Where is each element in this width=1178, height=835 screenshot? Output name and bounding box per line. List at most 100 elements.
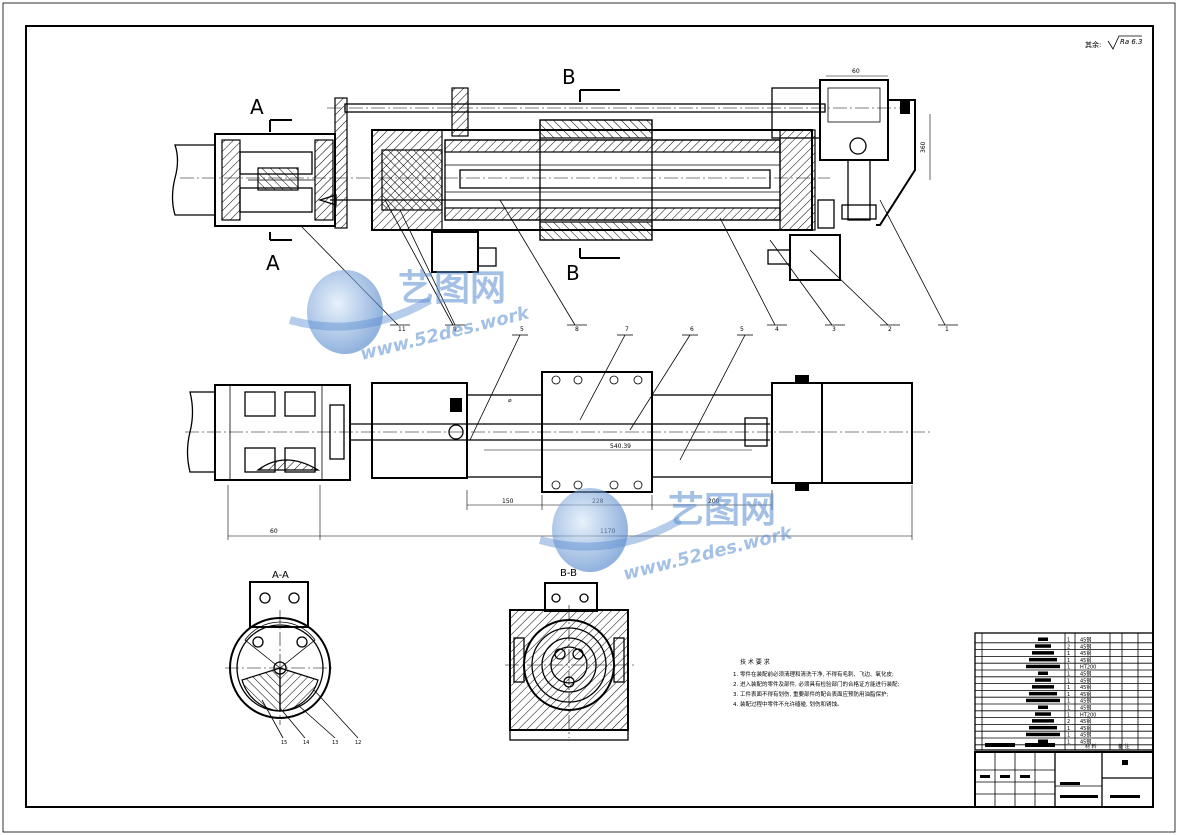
roughness-value: Ra 6.3 [1120,38,1143,46]
balloon-9: 9 [453,326,457,333]
section-bb-view: B-B [505,568,635,741]
bom-part-name [1032,685,1054,689]
bom-material: 45钢 [1080,671,1091,678]
bom-quantity: 2 [1067,644,1070,650]
balloon-1: 1 [945,326,949,333]
bom-header-note: 备 注 [1118,743,1130,750]
bom-part-name [1029,725,1057,730]
balloon-4: 4 [775,326,779,333]
tech-line-4: 4. 装配过程中零件不允许磕碰, 划伤和锈蚀。 [733,700,843,708]
main-section-view [171,79,916,281]
bom-material: HT200 [1080,665,1096,671]
watermark-url-top: www.52des.work [358,302,532,365]
balloon-mid-5b: 5 [740,326,744,333]
bom-material: 45钢 [1080,705,1091,712]
balloon-mid-7: 7 [625,326,629,333]
bom-part-name [1038,739,1048,743]
bom-quantity: 1 [1067,638,1070,644]
bom-material: 45钢 [1080,657,1091,664]
balloon-mid-5a: 5 [520,326,524,333]
tech-title: 技 术 要 求 [740,658,770,666]
bom-material: 45钢 [1080,677,1091,684]
tech-line-2: 2. 进入装配的零件及部件, 必须具有检验部门的合格证方能进行装配; [733,680,899,688]
dim-200: 200 [708,498,720,505]
bom-quantity: 1 [1067,699,1070,705]
bom-part-name [1035,644,1051,648]
bom-material: 45钢 [1080,637,1091,644]
bom-header-material: 材 料 [1085,743,1097,750]
bom-part-name [1038,705,1048,709]
bom-material: 45钢 [1080,684,1091,691]
balloon-12: 12 [355,740,361,746]
bom-part-name [1032,651,1054,655]
section-b-top: B [562,65,576,89]
bom-quantity: 1 [1067,692,1070,698]
bom-quantity: 1 [1067,678,1070,684]
section-b-bottom: B [566,261,580,285]
bom-part-name [1035,712,1051,716]
bom-part-name [1029,691,1057,696]
bom-quantity: 1 [1067,658,1070,664]
bom-material: 45钢 [1080,739,1091,746]
bom-part-name [1029,657,1057,662]
balloon-14: 14 [303,740,309,746]
bom-part-name [1038,671,1048,675]
balloon-13: 13 [332,740,338,746]
section-aa-view: A-A 15 14 13 12 [225,570,361,746]
bom-material: 45钢 [1080,725,1091,732]
bom-quantity: 1 [1067,706,1070,712]
watermark-brand-bottom: 艺图网 [668,490,776,531]
balloon-15: 15 [281,740,287,746]
title-block [974,751,1154,808]
top-dimensions: 60 360 [826,68,931,180]
bom-part-name [1026,698,1060,703]
section-a-top: A [250,95,264,119]
bom-part-name [1026,664,1060,669]
dim-top-height: 360 [920,141,927,153]
dim-stroke: 540.39 [610,443,631,450]
bom-material: HT200 [1080,712,1096,718]
dim-phi: ⌀ [508,397,512,404]
inner-border [25,25,1154,808]
bom-quantity: 1 [1067,672,1070,678]
bom-material: 45钢 [1080,691,1091,698]
balloon-3: 3 [832,326,836,333]
bom-quantity: 1 [1067,665,1070,671]
dim-60: 60 [270,528,278,535]
watermark-top: 艺图网 www.52des.work [288,268,532,365]
balloon-11: 11 [398,326,406,333]
bom-material: 45钢 [1080,650,1091,657]
bom-part-name [1038,637,1048,641]
bom-material: 45钢 [1080,698,1091,705]
bom-quantity: 1 [1067,712,1070,718]
bom-quantity: 1 [1067,651,1070,657]
watermark-brand-top: 艺图网 [398,268,506,309]
bom-material: 45钢 [1080,732,1091,739]
view-bb-label: B-B [560,568,577,579]
tech-requirements: 技 术 要 求 1. 零件在装配前必须清理和清洗干净, 不得有毛刺、飞边、氧化皮… [733,658,899,708]
bom-material: 45钢 [1080,718,1091,725]
balloon-mid-6: 6 [690,326,694,333]
dim-150: 150 [502,498,514,505]
view-aa-label: A-A [272,570,289,581]
dim-top-width: 60 [852,68,860,75]
bom-quantity: 1 [1067,740,1070,746]
bom-quantity: 2 [1067,719,1070,725]
bom-material: 45钢 [1080,643,1091,650]
plan-view: ⌀ 540.39 5 7 6 5 150 228 200 60 1170 [185,326,930,540]
tech-line-3: 3. 工件表面不得有划伤, 重要部件的配合表面应预防用油脂保护; [733,690,888,698]
watermark-bottom: 艺图网 www.52des.work [538,488,795,585]
bom-quantity: 1 [1067,726,1070,732]
bom-part-name [1032,719,1054,723]
balloon-2: 2 [888,326,892,333]
section-markers: A A B B [250,65,620,285]
tech-line-1: 1. 零件在装配前必须清理和清洗干净, 不得有毛刺、飞边、氧化皮; [733,670,894,678]
bom-quantity: 1 [1067,733,1070,739]
bom-part-name [1035,678,1051,682]
roughness-note: 其余: Ra 6.3 [1085,35,1143,50]
bom-part-name [1026,732,1060,737]
balloon-8: 8 [575,326,579,333]
